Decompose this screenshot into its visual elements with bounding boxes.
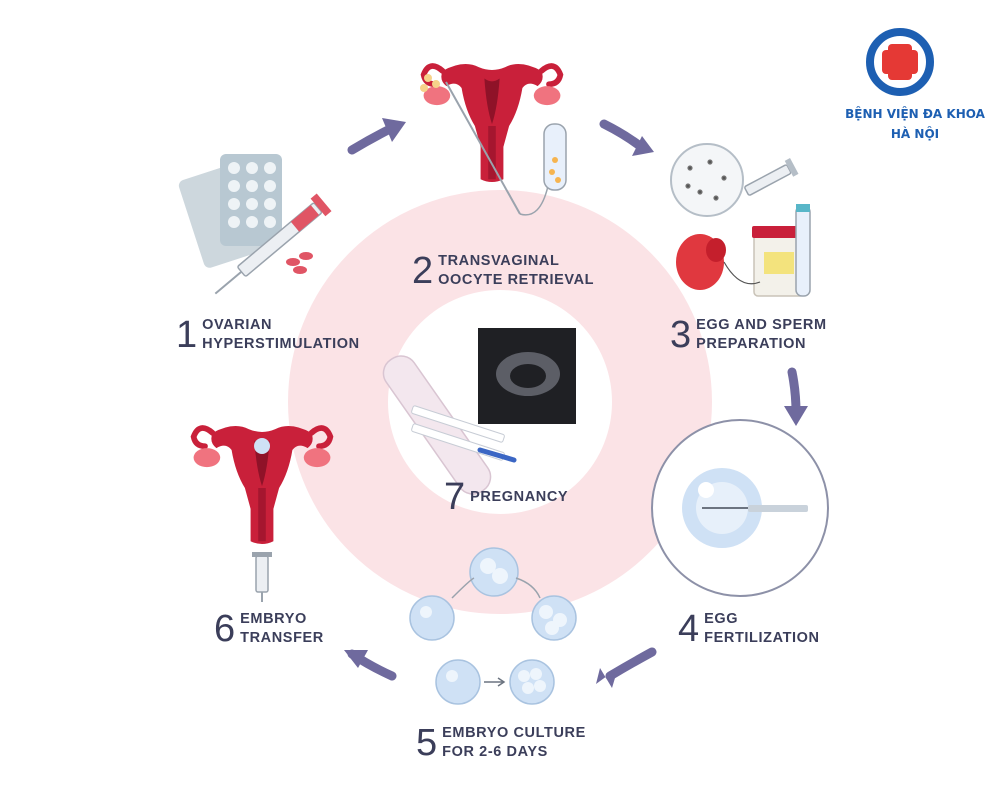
step-label-line2: PREPARATION (696, 336, 807, 352)
step-1-label: 1 OVARIAN HYPERSTIMULATION (176, 316, 360, 354)
ultrasound-icon (478, 328, 576, 424)
step-label-line1: EMBRYO (240, 611, 307, 627)
hospital-name-line1: BỆNH VIỆN ĐA KHOA (845, 107, 985, 121)
step-label-line1: TRANSVAGINAL (438, 253, 560, 269)
step-label-line2: TRANSFER (240, 630, 324, 646)
hospital-cross-logo-icon (866, 28, 934, 96)
step-label-line2: OOCYTE RETRIEVAL (438, 272, 595, 288)
step-number: 3 (670, 314, 692, 356)
step-label-line1: PREGNANCY (470, 488, 569, 505)
step-7-label: 7 PREGNANCY (444, 478, 568, 516)
step-number: 1 (176, 314, 198, 356)
petri-dish-sperm-icon (670, 143, 744, 217)
step-label-line1: EGG AND SPERM (696, 317, 827, 333)
urine-container-icon (752, 204, 811, 297)
step-6-label: 6 EMBRYO TRANSFER (214, 610, 324, 648)
egg-icon (676, 234, 726, 290)
step-number: 4 (678, 608, 700, 650)
step-number: 7 (444, 476, 466, 518)
syringe-icon (214, 193, 332, 295)
syringe-icon (744, 158, 799, 196)
step-4-label: 4 EGG FERTILIZATION (678, 610, 820, 648)
hospital-name-line2: HÀ NỘI (890, 127, 940, 141)
step-2-label: 2 TRANSVAGINAL OOCYTE RETRIEVAL (412, 252, 594, 290)
pregnancy-test-icon (382, 355, 517, 495)
step-label-line1: EMBRYO CULTURE (442, 725, 586, 741)
test-tube-icon (543, 123, 567, 191)
step-label-line2: FERTILIZATION (704, 630, 820, 646)
step-number: 5 (416, 722, 438, 764)
microscope-cell-icon (651, 419, 829, 597)
step-number: 6 (214, 608, 236, 650)
step-label-line2: FOR 2-6 DAYS (442, 744, 548, 760)
step-label-line2: HYPERSTIMULATION (202, 336, 360, 352)
step-label-line1: OVARIAN (202, 317, 273, 333)
pill-blister-icon (178, 154, 313, 274)
step-3-label: 3 EGG AND SPERM PREPARATION (670, 316, 827, 354)
hospital-name: BỆNH VIỆN ĐA KHOA HÀ NỘI (840, 104, 990, 144)
step-number: 2 (412, 250, 434, 292)
syringe-icon (252, 552, 272, 602)
step-label-line1: EGG (704, 611, 739, 627)
step-5-label: 5 EMBRYO CULTURE FOR 2-6 DAYS (416, 724, 586, 762)
